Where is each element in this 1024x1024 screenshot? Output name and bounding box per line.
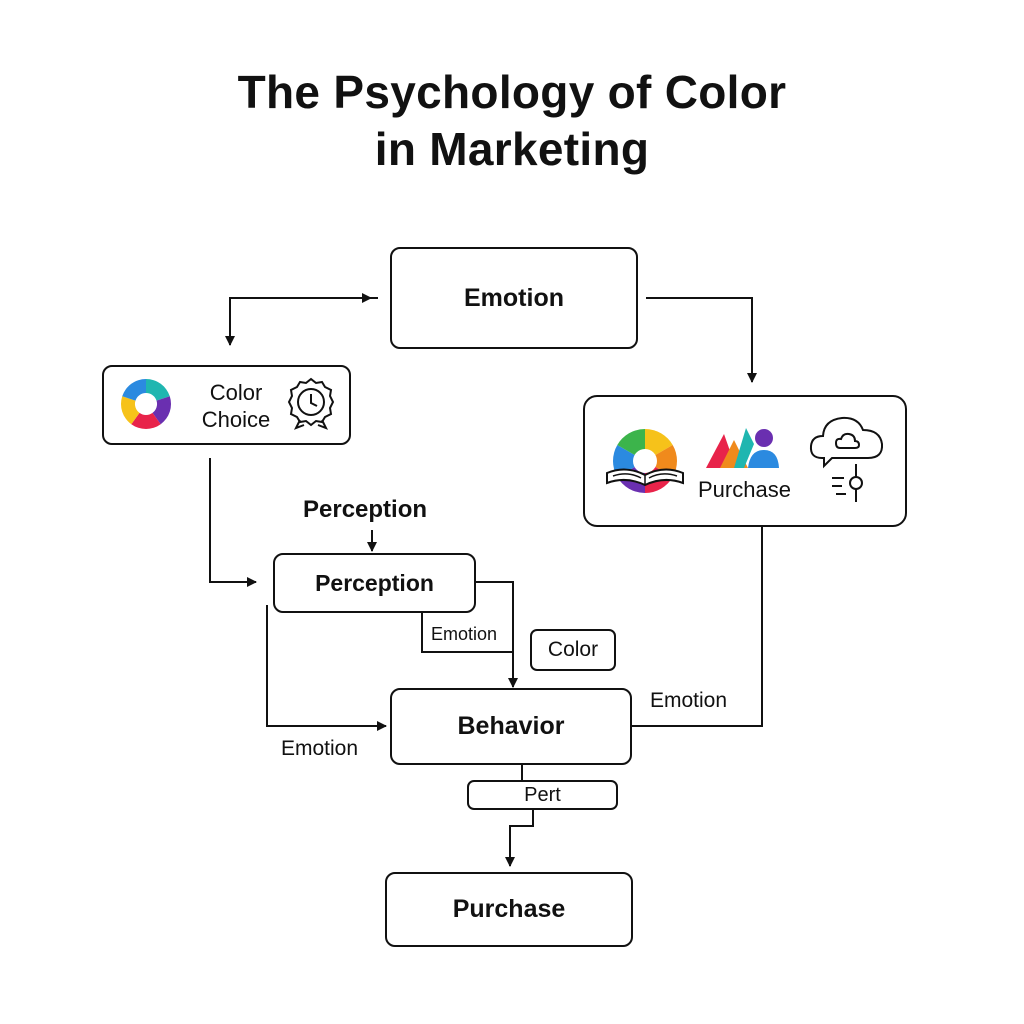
color-choice-line-1: Color: [209, 380, 263, 405]
edge-purchasepanel-behavior: [632, 527, 763, 727]
edge-colorchoice-perception: [209, 458, 257, 587]
pert-small-box-label: Pert: [524, 783, 561, 806]
purchase-node: Purchase: [385, 872, 633, 947]
perception-above-label: Perception: [303, 496, 428, 523]
title-line-2: in Marketing: [374, 123, 650, 175]
slider-icon: [832, 464, 863, 502]
color-small-box-label: Color: [547, 638, 599, 661]
edge-emotion-purchasepanel: [646, 297, 757, 383]
title-line-1: The Psychology of Color: [237, 66, 787, 118]
cloud-chat-icon: [809, 416, 884, 469]
edge-pert-purchase: [505, 809, 534, 867]
emotion-mid-label: Emotion: [431, 624, 498, 644]
color-small-box: Color: [530, 629, 616, 671]
behavior-node-label: Behavior: [457, 712, 565, 740]
perception-node: Perception: [273, 553, 476, 613]
emotion-left-label: Emotion: [281, 737, 359, 760]
edge-emotion-mid: [421, 613, 513, 653]
perception-node-label: Perception: [315, 569, 434, 596]
edge-emotion-colorchoice: [225, 297, 378, 346]
purchase-node-label: Purchase: [452, 895, 566, 923]
color-wheel-book-icon: [606, 429, 684, 493]
color-wheel-icon: [120, 379, 172, 429]
edge-perception-behavior-left: [266, 605, 387, 731]
purchase-panel-label: Purchase: [698, 477, 791, 502]
pert-small-box: Pert: [467, 780, 618, 810]
clock-badge-icon: [287, 377, 335, 430]
emotion-right-label: Emotion: [650, 689, 728, 712]
color-choice-line-2: Choice: [201, 407, 271, 432]
emotion-node-label: Emotion: [464, 283, 564, 312]
shapes-person-icon: [706, 428, 779, 468]
diagram-title: The Psychology of Color in Marketing: [0, 64, 1024, 178]
color-choice-label: Color Choice: [190, 379, 282, 433]
emotion-node: Emotion: [390, 247, 638, 349]
behavior-node: Behavior: [390, 688, 632, 765]
